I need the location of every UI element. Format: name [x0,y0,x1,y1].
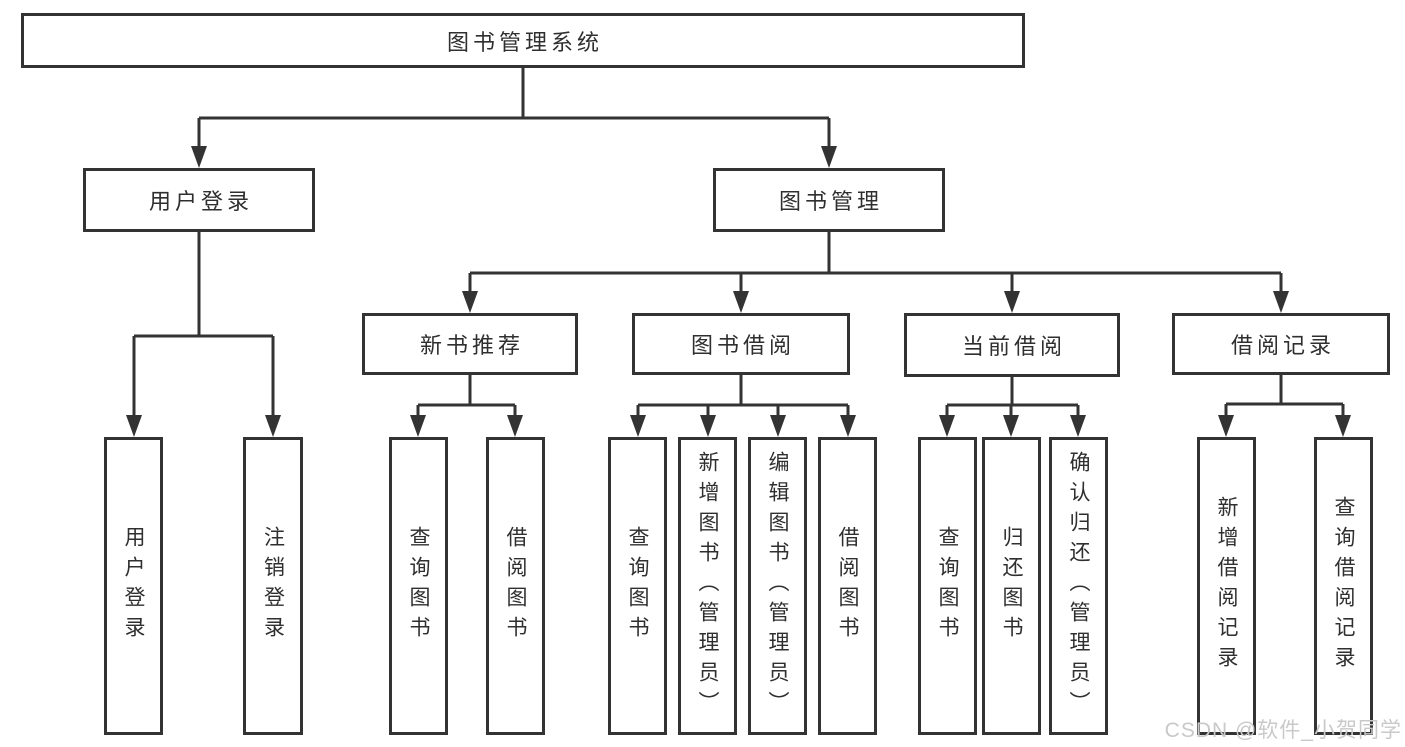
node-label: 借阅记录 [1230,333,1335,358]
node-label: 借阅图书 [836,526,859,646]
node-label: 查询图书 [626,526,649,646]
node-label: 查询图书 [936,526,959,646]
csdn-watermark: CSDN @软件_小贺同学 [1164,719,1402,742]
node-label: 编辑图书（管理员） [766,451,789,721]
node-label: 确认归还（管理员） [1067,451,1090,721]
node-edit-books-admin: 编辑图书（管理员） [748,437,807,735]
node-return-books: 归还图书 [982,437,1041,735]
node-user-login: 用户登录 [83,168,315,232]
node-logout-leaf: 注销登录 [243,437,303,735]
node-add-borrow-record: 新增借阅记录 [1197,437,1256,735]
node-current-borrowing: 当前借阅 [904,313,1120,377]
node-label: 图书借阅 [690,333,795,358]
node-user-login-leaf: 用户登录 [104,437,163,735]
node-label: 图书管理系统 [446,29,603,55]
node-label: 借阅图书 [504,526,527,646]
node-query-books-recommend: 查询图书 [389,437,448,735]
node-borrow-books-recommend: 借阅图书 [486,437,545,735]
node-query-books-current: 查询图书 [918,437,977,735]
node-library-management-system: 图书管理系统 [21,13,1025,68]
node-new-book-recommend: 新书推荐 [362,313,578,375]
node-book-management: 图书管理 [713,168,945,232]
node-label: 新增借阅记录 [1215,496,1238,676]
node-label: 图书管理 [778,189,883,214]
node-borrow-records: 借阅记录 [1172,313,1390,375]
node-confirm-return-admin: 确认归还（管理员） [1049,437,1108,735]
node-label: 用户登录 [122,526,145,646]
node-label: 查询图书 [407,526,430,646]
node-query-books-borrow: 查询图书 [608,437,667,735]
node-book-borrowing: 图书借阅 [632,313,850,375]
node-borrow-books-leaf: 借阅图书 [818,437,877,735]
node-add-books-admin: 新增图书（管理员） [678,437,737,735]
node-label: 查询借阅记录 [1332,496,1355,676]
node-label: 归还图书 [1000,526,1023,646]
node-label: 当前借阅 [961,334,1066,359]
node-label: 注销登录 [261,526,285,646]
node-label: 用户登录 [148,189,253,214]
node-label: 新书推荐 [419,333,524,358]
node-query-borrow-record: 查询借阅记录 [1314,437,1373,735]
node-label: 新增图书（管理员） [696,451,719,721]
